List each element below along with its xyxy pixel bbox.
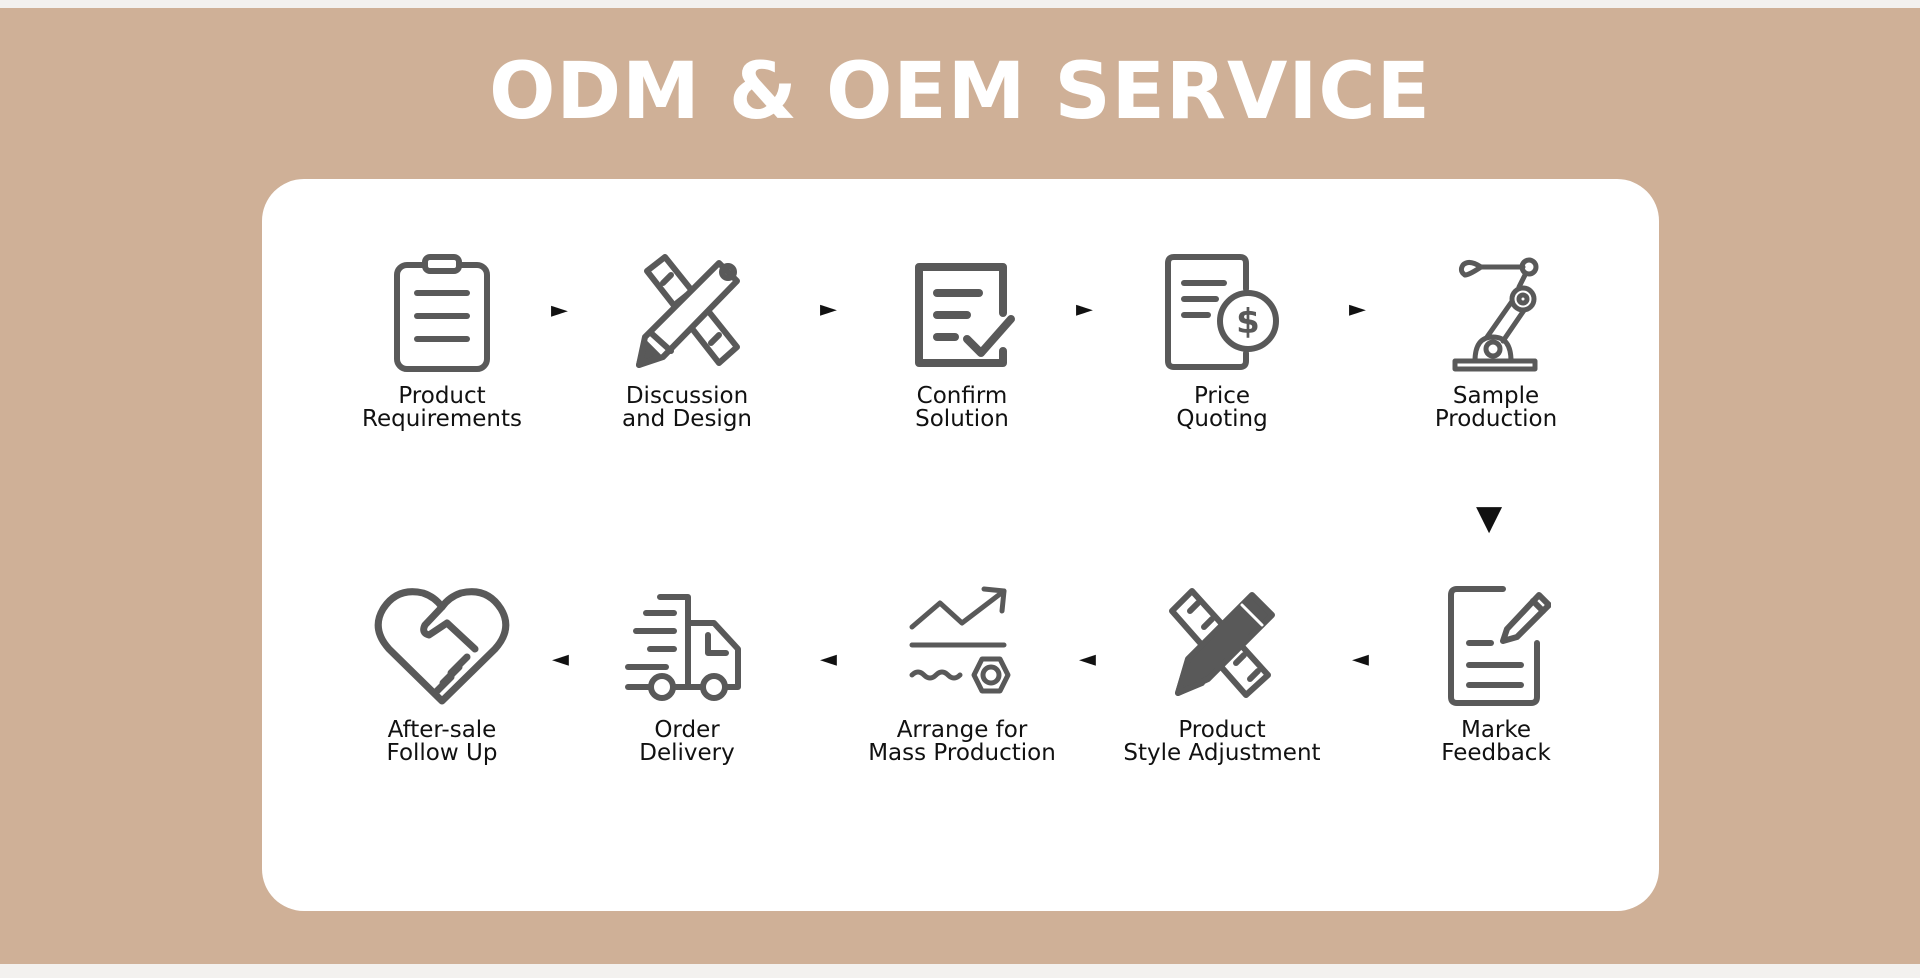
step-label-line1: Discussion (625, 383, 749, 409)
delivery-truck-icon (625, 594, 741, 701)
step-label-line1: Sample (1452, 383, 1540, 409)
step-mass-production: Arrange for Mass Production (852, 583, 1072, 765)
step-label-line1: Order (654, 717, 720, 743)
step-label-line1: Arrange for (896, 717, 1028, 743)
step-after-sale: After-sale Follow Up (332, 583, 552, 765)
step-discussion-design: Discussion and Design (577, 253, 797, 431)
robot-arm-icon (1452, 257, 1539, 372)
step-label-line2: Follow Up (386, 740, 498, 766)
step-label-line2: Mass Production (868, 740, 1056, 766)
arrow-left: ◄ (552, 647, 569, 672)
arrow-right: ► (820, 297, 837, 322)
step-label-line2: Requirements (362, 406, 522, 432)
step-product-requirements: Product Requirements (332, 253, 552, 431)
clipboard-icon (394, 254, 490, 372)
step-label-line2: and Design (622, 406, 752, 432)
process-card: Product Requirements ► Discussion and De… (262, 179, 1659, 911)
step-sample-production: Sample Production (1386, 253, 1606, 431)
step-label-line2: Production (1434, 406, 1558, 432)
step-label-line1: Product (1178, 717, 1266, 743)
step-market-feedback: Marke Feedback (1386, 583, 1606, 765)
arrow-left: ◄ (1352, 647, 1369, 672)
step-label-line2: Solution (915, 406, 1009, 432)
step-label-line1: Marke (1460, 717, 1532, 743)
invoice-dollar-icon: $ (1165, 254, 1279, 370)
svg-text:$: $ (1236, 302, 1260, 342)
step-label-line2: Style Adjustment (1123, 740, 1321, 766)
ruler-pencil-icon (636, 254, 740, 368)
chart-gear-icon (909, 586, 1011, 694)
step-confirm-solution: Confirm Solution (852, 253, 1072, 431)
step-order-delivery: Order Delivery (577, 583, 797, 765)
document-edit-icon (1448, 586, 1551, 706)
arrow-left: ◄ (1079, 647, 1096, 672)
arrow-left: ◄ (820, 647, 837, 672)
arrow-right: ► (551, 298, 568, 323)
step-style-adjustment: Product Style Adjustment (1112, 583, 1332, 765)
page-title: ODM & OEM SERVICE (489, 47, 1431, 137)
arrow-right: ► (1076, 297, 1093, 322)
step-label-line1: After-sale (387, 717, 497, 743)
step-label-line2: Delivery (639, 740, 735, 766)
pencil-ruler-icon (1169, 588, 1275, 698)
step-label-line2: Quoting (1176, 406, 1268, 432)
step-label-line1: Confirm (916, 383, 1008, 409)
step-label-line1: Price (1193, 383, 1251, 409)
arrow-right: ► (1349, 297, 1366, 322)
checklist-icon (915, 263, 1015, 367)
heart-handshake-icon (374, 588, 510, 705)
step-price-quoting: $ Price Quoting (1112, 253, 1332, 431)
step-label-line1: Product (398, 383, 486, 409)
step-label-line2: Feedback (1441, 740, 1551, 766)
arrow-down: ▼ (1476, 498, 1503, 538)
